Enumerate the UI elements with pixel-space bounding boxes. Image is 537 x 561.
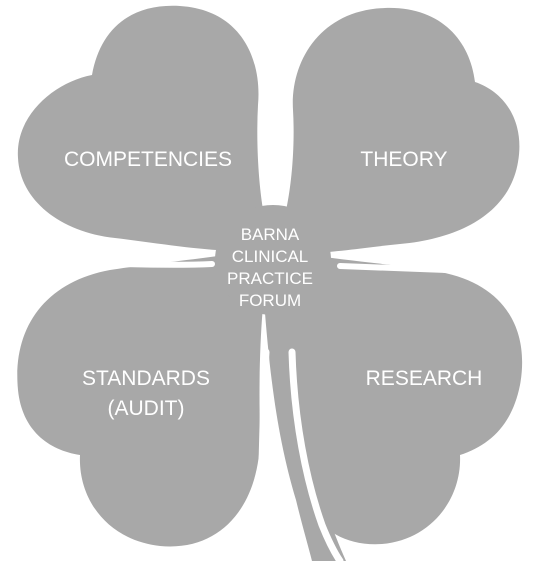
label-standards: STANDARDS — [82, 367, 210, 390]
leaf-standards — [17, 245, 273, 547]
gap-right — [337, 263, 503, 275]
clover-center — [215, 205, 331, 315]
center-line-1: BARNA — [241, 225, 300, 244]
leaf-research — [273, 245, 523, 545]
gap-bottom-left — [256, 348, 270, 549]
gap-top — [270, 77, 278, 201]
clover-stem — [264, 300, 346, 561]
label-theory: THEORY — [360, 148, 447, 171]
label-research: RESEARCH — [366, 367, 483, 390]
label-competencies: COMPETENCIES — [64, 148, 232, 171]
center-line-3: PRACTICE — [227, 269, 313, 288]
label-audit: (AUDIT) — [108, 397, 185, 420]
gap-bottom-right — [288, 348, 344, 561]
center-line-4: FORUM — [239, 291, 301, 310]
center-line-2: CLINICAL — [232, 247, 309, 266]
gap-left — [57, 259, 215, 268]
leaf-competencies — [17, 5, 274, 251]
leaf-theory — [273, 7, 520, 253]
